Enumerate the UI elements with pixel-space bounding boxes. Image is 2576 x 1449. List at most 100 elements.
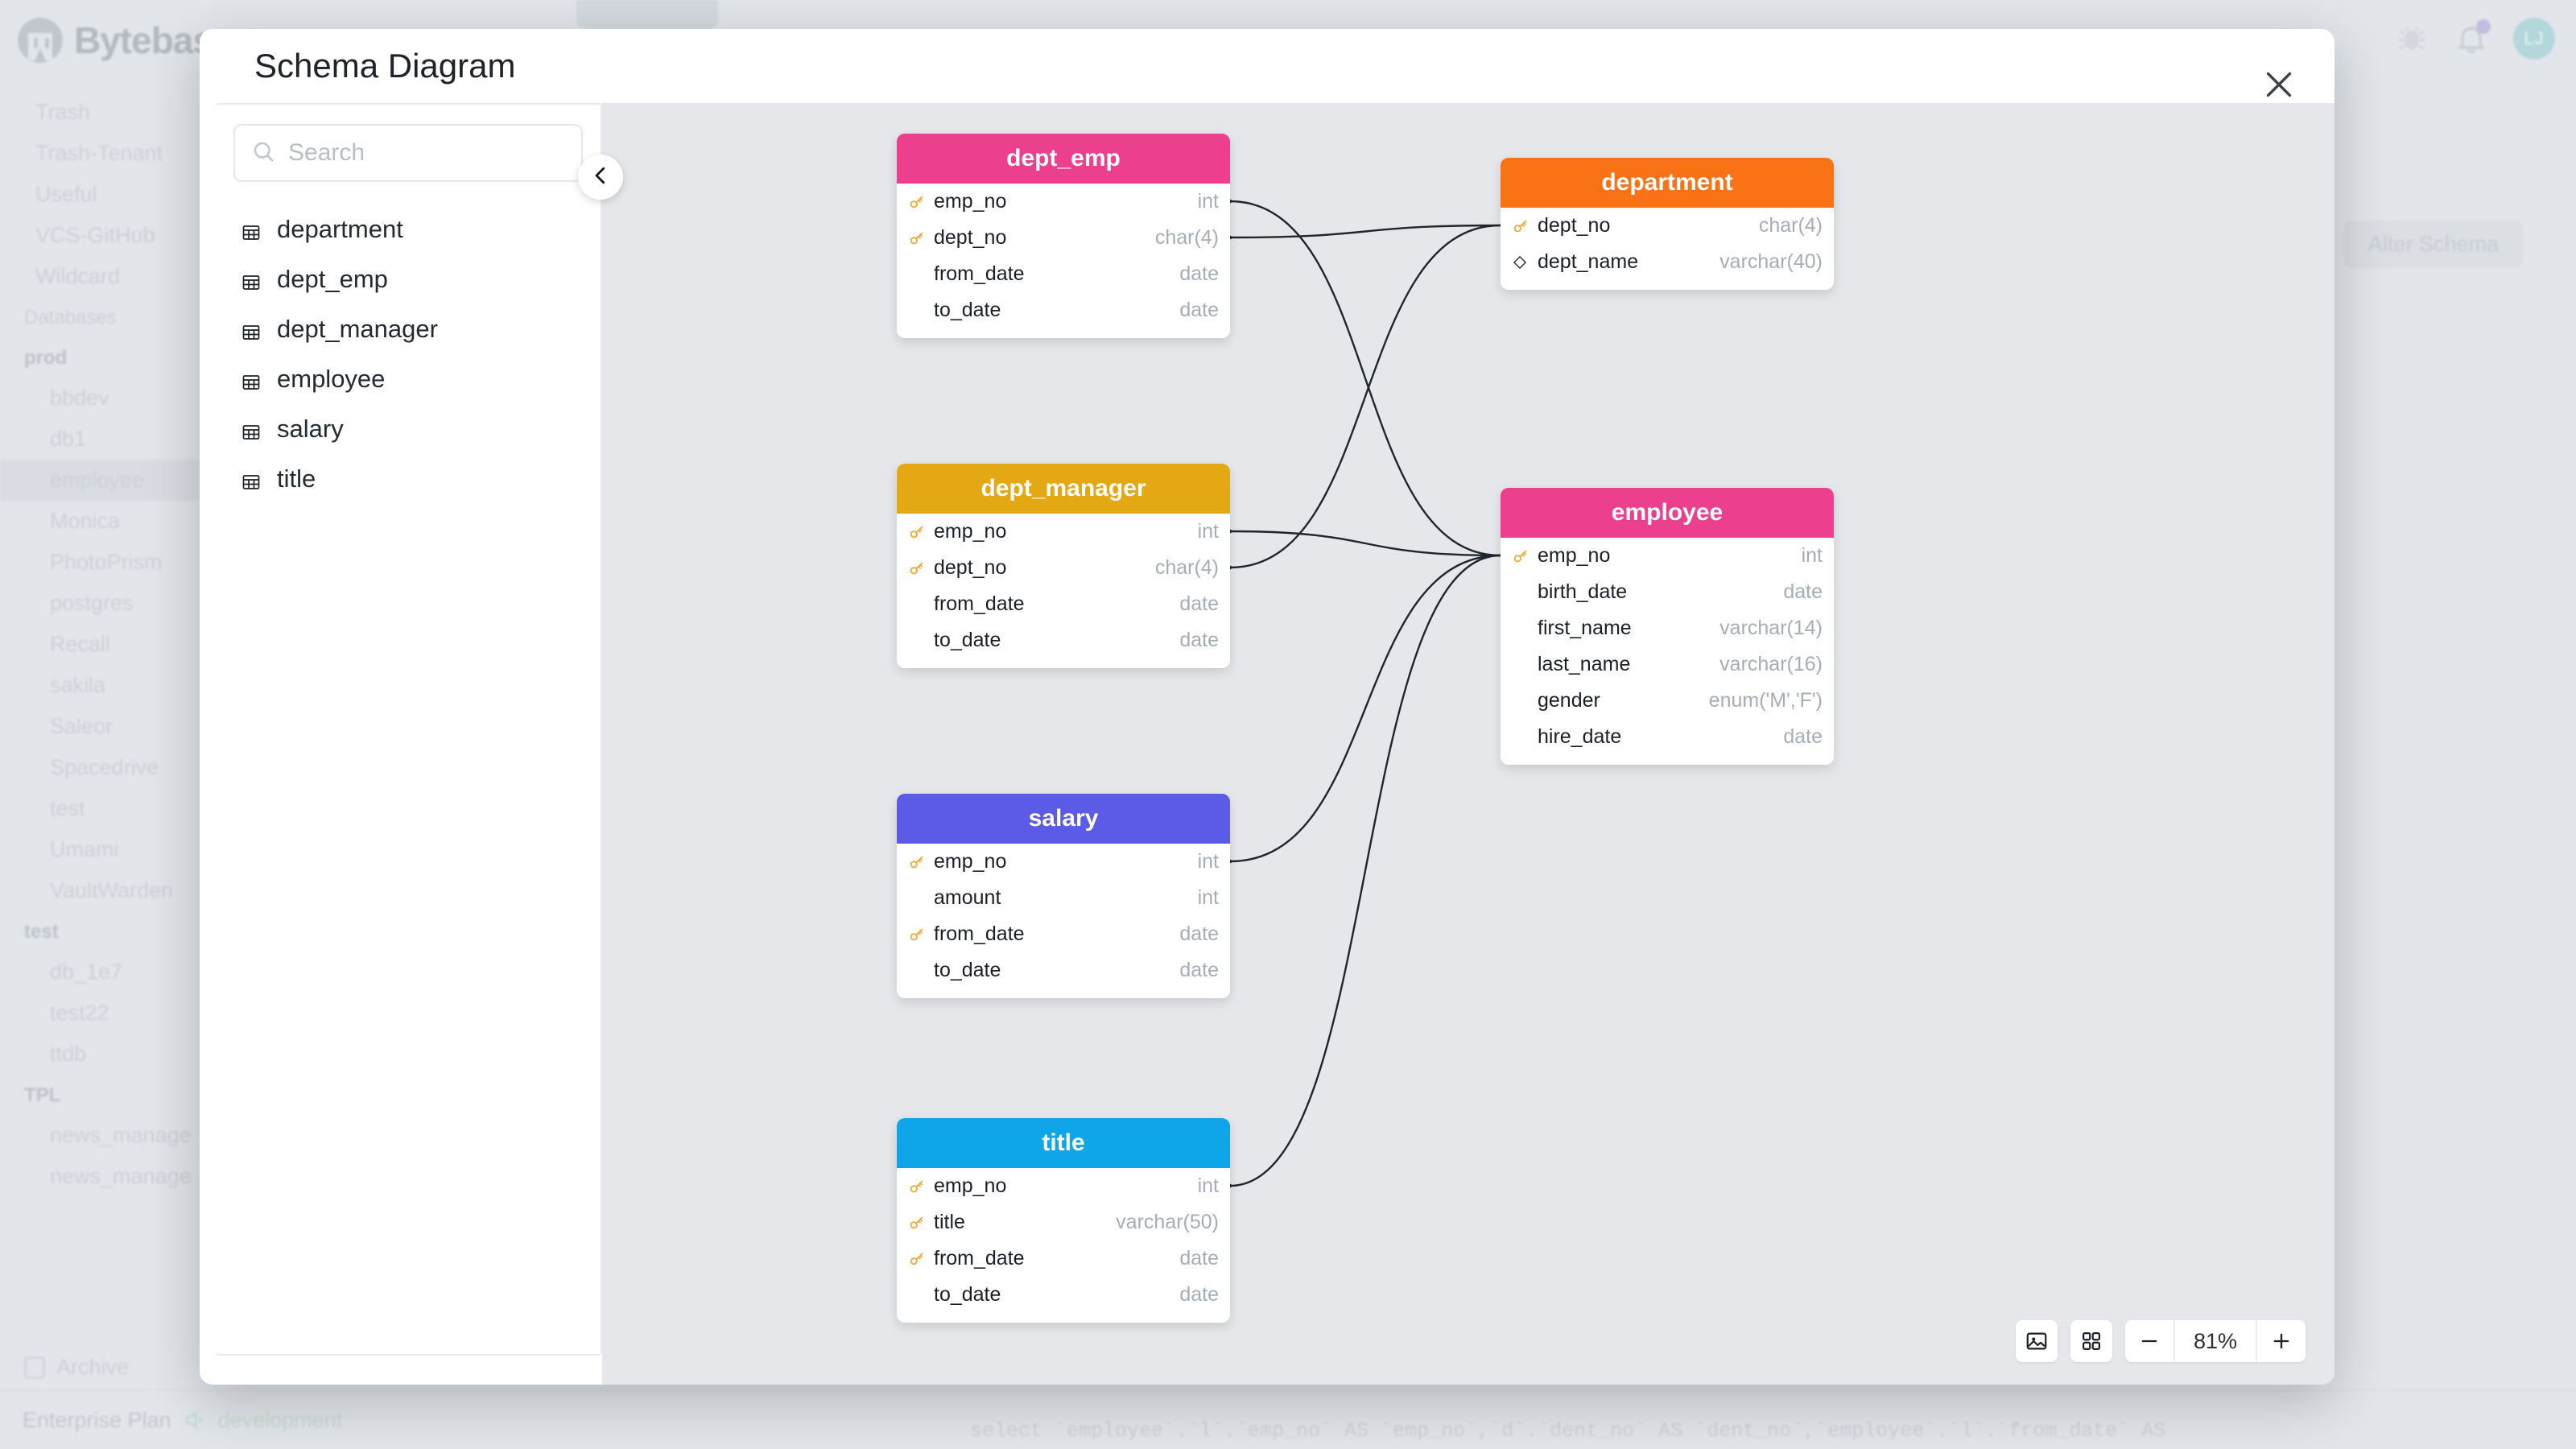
- sidebar-item-test[interactable]: test: [24, 921, 59, 943]
- column-type: varchar(50): [1116, 1211, 1219, 1233]
- page-title: Schema Diagram: [254, 47, 516, 85]
- sidebar-item-ttdb[interactable]: ttdb: [50, 1042, 87, 1066]
- close-icon[interactable]: [2260, 66, 2297, 103]
- zoom-in-button[interactable]: [2257, 1320, 2306, 1362]
- key-icon: [908, 229, 931, 247]
- background-tab-pill[interactable]: [576, 0, 718, 29]
- search-box[interactable]: [233, 124, 583, 182]
- column-type: date: [1783, 725, 1823, 748]
- key-icon: [908, 193, 931, 211]
- sidebar-item-recall[interactable]: Recall: [50, 632, 111, 656]
- image-export-icon[interactable]: [2016, 1320, 2058, 1362]
- avatar[interactable]: LJ: [2513, 18, 2555, 60]
- sidebar-item-db-1e7[interactable]: db_1e7: [50, 960, 123, 984]
- sidebar-item-umami[interactable]: Umami: [50, 837, 119, 861]
- sidebar-item-bbdev[interactable]: bbdev: [50, 386, 109, 410]
- column-type: varchar(16): [1719, 653, 1823, 675]
- key-icon: [908, 926, 931, 943]
- column-type: int: [1801, 544, 1823, 567]
- sidebar-item-saleor[interactable]: Saleor: [50, 714, 114, 738]
- table-node-header: dept_manager: [897, 464, 1230, 514]
- key-icon: [908, 1178, 931, 1195]
- table-list-item-title[interactable]: title: [216, 454, 601, 504]
- column-type: date: [1179, 592, 1219, 615]
- sidebar-item-test[interactable]: test: [50, 796, 85, 820]
- column-type: varchar(40): [1719, 250, 1823, 273]
- table-list-item-salary[interactable]: salary: [216, 404, 601, 454]
- archive-label: Archive: [56, 1355, 130, 1379]
- search-icon: [251, 139, 275, 167]
- key-icon: [908, 523, 931, 541]
- table-list-panel: department dept_emp dept_manager employee sa…: [216, 103, 623, 1356]
- sidebar-item-vcs-github[interactable]: VCS-GitHub: [35, 223, 155, 247]
- sidebar-item-trash-tenant[interactable]: Trash-Tenant: [35, 141, 163, 165]
- column-type: int: [1197, 520, 1219, 543]
- background-footer: Enterprise Plan development: [0, 1389, 2576, 1449]
- sidebar-item-news-manage[interactable]: news_manage: [50, 1164, 192, 1188]
- alter-schema-button[interactable]: Alter Schema: [2343, 221, 2523, 268]
- search-input[interactable]: [288, 139, 565, 167]
- column-name: amount: [934, 886, 1001, 909]
- table-icon: [240, 419, 262, 440]
- sidebar-item-spacedrive[interactable]: Spacedrive: [50, 755, 159, 779]
- speaker-icon: [183, 1408, 207, 1432]
- zoom-out-button[interactable]: [2125, 1320, 2174, 1362]
- column-type: date: [1179, 1247, 1219, 1269]
- sidebar-item-db1[interactable]: db1: [50, 427, 87, 451]
- table-list-item-dept_emp[interactable]: dept_emp: [216, 254, 601, 304]
- sidebar-item-vaultwarden[interactable]: VaultWarden: [50, 878, 174, 902]
- sidebar-item-sakila[interactable]: sakila: [50, 673, 106, 697]
- sidebar-item-test22[interactable]: test22: [50, 1001, 109, 1025]
- table-list-item-label: department: [277, 215, 403, 243]
- table-list-item-label: employee: [277, 365, 386, 393]
- sidebar-item-wildcard[interactable]: Wildcard: [35, 264, 121, 288]
- table-list-item-employee[interactable]: employee: [216, 354, 601, 404]
- table-list-item-label: dept_manager: [277, 315, 438, 343]
- sidebar-item-useful[interactable]: Useful: [35, 182, 97, 206]
- sidebar-item-databases[interactable]: Databases: [24, 307, 117, 328]
- sidebar-item-monica[interactable]: Monica: [50, 509, 121, 533]
- table-list-item-department[interactable]: department: [216, 204, 601, 254]
- table-list-item-dept_manager[interactable]: dept_manager: [216, 304, 601, 354]
- sidebar-item-postgres[interactable]: postgres: [50, 591, 134, 615]
- sidebar-item-archive[interactable]: Archive: [0, 1355, 129, 1380]
- column-name: birth_date: [1538, 580, 1628, 603]
- bug-icon[interactable]: [2394, 21, 2429, 56]
- sidebar-item-news-manage[interactable]: news_manage: [50, 1123, 192, 1147]
- column-type: date: [1179, 262, 1219, 285]
- relationship-edge: [1229, 224, 1501, 569]
- sidebar-item-prod[interactable]: prod: [24, 347, 68, 369]
- relationship-edge: [1229, 200, 1501, 557]
- column-name: dept_no: [1538, 214, 1611, 237]
- sidebar-item-trash[interactable]: Trash: [35, 100, 91, 124]
- sidebar-item-tpl[interactable]: TPL: [24, 1084, 61, 1106]
- column-name: to_date: [934, 959, 1001, 981]
- table-icon: [240, 220, 262, 240]
- bytebase-logo-icon: [18, 18, 63, 63]
- collapse-panel-button[interactable]: [578, 155, 623, 200]
- sidebar-item-employee[interactable]: employee: [0, 460, 208, 501]
- table-list-item-label: dept_emp: [277, 265, 388, 293]
- grid-layout-icon[interactable]: [2070, 1320, 2112, 1362]
- bell-icon[interactable]: [2454, 19, 2491, 56]
- sidebar-item-photoprism[interactable]: PhotoPrism: [50, 550, 163, 574]
- key-icon: [908, 1214, 931, 1232]
- relationship-edge: [1229, 530, 1501, 557]
